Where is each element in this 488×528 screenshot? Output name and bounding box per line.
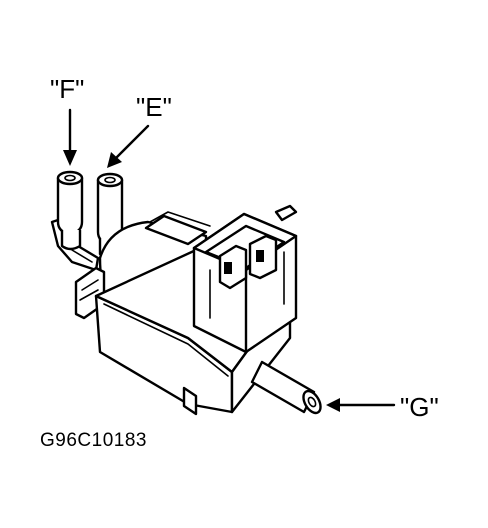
electrical-connector bbox=[192, 204, 298, 354]
arrow-e bbox=[107, 124, 150, 168]
arrow-f bbox=[63, 108, 77, 166]
port-f bbox=[56, 170, 84, 251]
callout-label-g: "G" bbox=[400, 392, 439, 422]
callout-label-f: "F" bbox=[50, 74, 84, 104]
figure-id: G96C10183 bbox=[40, 430, 147, 451]
callout-label-e: "E" bbox=[136, 92, 172, 122]
port-g bbox=[250, 360, 322, 415]
arrow-g bbox=[326, 398, 396, 412]
